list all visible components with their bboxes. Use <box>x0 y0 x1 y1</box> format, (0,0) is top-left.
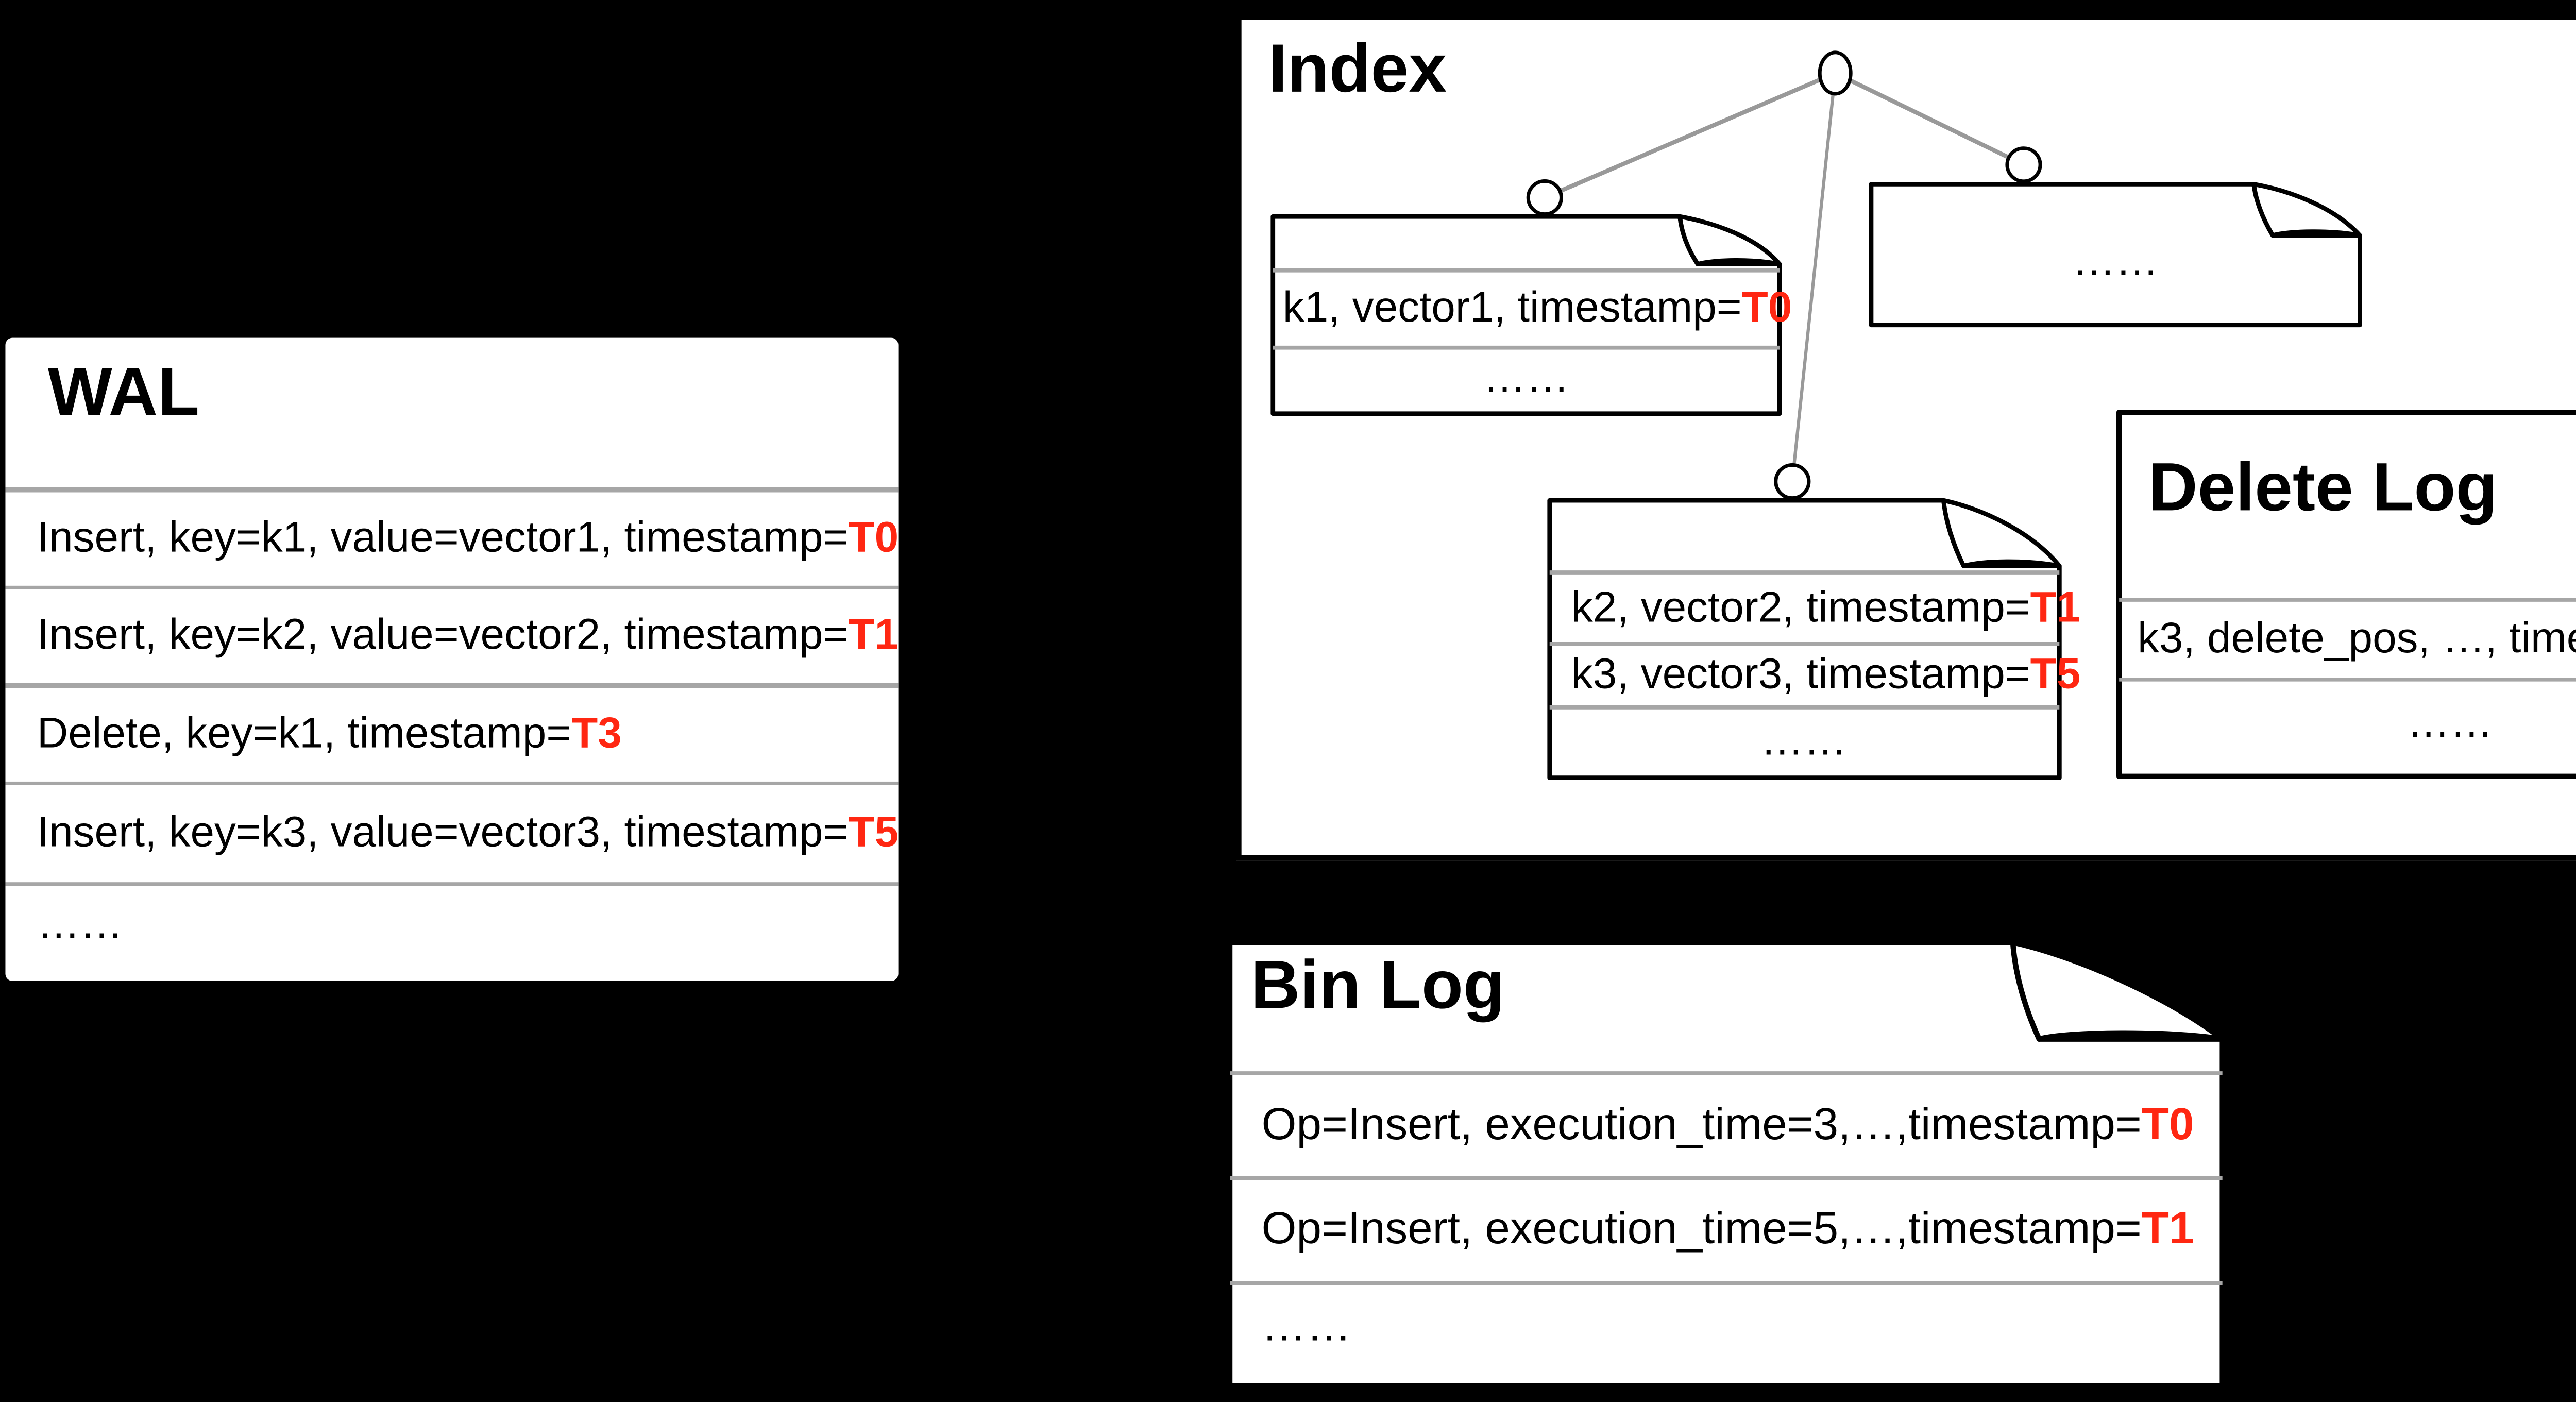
wal-row-dots: …… <box>37 900 124 949</box>
tree-node-icon <box>2005 146 2042 183</box>
index-title: Index <box>1268 32 1447 108</box>
timestamp-value: T1 <box>2141 1204 2194 1255</box>
divider <box>5 683 898 688</box>
document-shape <box>1227 939 2226 1389</box>
segment-row: k3, vector3, timestamp=T5 <box>1546 645 2080 708</box>
wal-row: Insert, key=k2, value=vector2, timestamp… <box>5 589 899 683</box>
timestamp-value: T5 <box>2030 651 2081 700</box>
bin-log-box: Bin Log Op=Insert, execution_time=3,…,ti… <box>1227 939 2226 1389</box>
tree-root-node-icon <box>1818 50 1853 96</box>
segment-row-dots: …… <box>1483 354 1570 403</box>
segment-row-dots: …… <box>2072 237 2159 285</box>
index-left-segment-box: k1, vector1, timestamp=T0 …… <box>1270 213 1792 416</box>
divider <box>5 487 898 492</box>
wal-row: Insert, key=k3, value=vector3, timestamp… <box>5 786 899 882</box>
index-panel: Index k1, vector1, timestamp=T0 …… <box>1236 14 2576 860</box>
bin-log-row: Op=Insert, execution_time=3,…,timestamp=… <box>1227 1073 2225 1178</box>
timestamp-value: T5 <box>848 808 899 857</box>
wal-title: WAL <box>47 356 200 432</box>
bin-log-title: Bin Log <box>1250 949 1505 1024</box>
timestamp-value: T0 <box>848 513 899 562</box>
segment-row: k2, vector2, timestamp=T1 <box>1546 573 2080 645</box>
timestamp-value: T1 <box>2030 583 2081 633</box>
divider <box>5 881 898 886</box>
timestamp-value: T3 <box>571 710 622 758</box>
tree-node-icon <box>1774 463 1811 500</box>
document-shape <box>1546 499 2061 781</box>
delete-log-row: k3, delete_pos, …, timestamp=T3 <box>2138 615 2576 664</box>
delete-log-row-dots: …… <box>2406 698 2494 747</box>
delete-log-title: Delete Log <box>2148 451 2498 528</box>
bin-log-row-dots: …… <box>1261 1299 1352 1350</box>
delete-log-box: Delete Log k3, delete_pos, …, timestamp=… <box>2116 410 2576 780</box>
index-middle-segment-box: k2, vector2, timestamp=T1 k3, vector3, t… <box>1546 498 2080 781</box>
index-right-segment-box: …… <box>1869 181 2363 327</box>
segment-row-dots: …… <box>1760 717 1847 766</box>
timestamp-value: T1 <box>848 611 899 660</box>
tree-node-icon <box>1526 179 1563 216</box>
segment-row: k1, vector1, timestamp=T0 <box>1270 269 1792 347</box>
document-shape <box>1869 181 2362 327</box>
wal-row: Insert, key=k1, value=vector1, timestamp… <box>5 492 899 585</box>
document-shape <box>2116 410 2576 780</box>
divider <box>5 585 898 590</box>
wal-row: Delete, key=k1, timestamp=T3 <box>5 688 898 782</box>
timestamp-value: T0 <box>2141 1100 2194 1150</box>
document-shape <box>1270 213 1782 415</box>
bin-log-row: Op=Insert, execution_time=5,…,timestamp=… <box>1227 1178 2225 1283</box>
timestamp-value: T0 <box>1741 283 1792 332</box>
wal-box: WAL Insert, key=k1, value=vector1, times… <box>5 337 899 981</box>
divider <box>5 782 898 786</box>
